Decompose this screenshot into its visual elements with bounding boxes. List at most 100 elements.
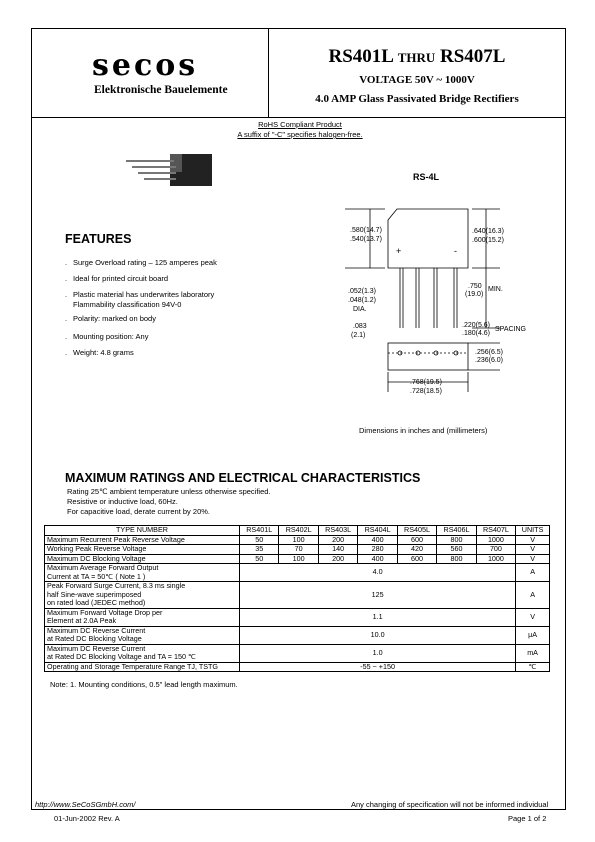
dim-pitch-in: .220(5.6): [462, 322, 490, 329]
row-value: 50: [238, 553, 280, 564]
row-value: 200: [317, 553, 359, 564]
ratings-note: For capacitive load, derate current by 2…: [67, 507, 210, 516]
website-link[interactable]: http://www.SeCoSGmbH.com/: [35, 800, 136, 809]
row-param: Operating and Storage Temperature Range …: [44, 661, 240, 672]
table-header: RS406L: [436, 525, 477, 536]
dimensions-caption: Dimensions in inches and (millimeters): [359, 426, 488, 435]
part-thru: THRU: [397, 50, 436, 65]
body-outline: [387, 208, 469, 269]
feature-text: Plastic material has underwrites laborat…: [73, 290, 215, 299]
row-unit: V: [515, 553, 550, 564]
pin-hole: [397, 350, 403, 356]
page-frame: [31, 28, 566, 810]
table-header: RS402L: [278, 525, 319, 536]
package-image: [126, 154, 212, 186]
product-description: 4.0 AMP Glass Passivated Bridge Rectifie…: [315, 93, 519, 105]
param-line: Operating and Storage Temperature Range …: [47, 661, 218, 671]
feature-text: Mounting position: Any: [73, 332, 149, 341]
rohs-line-2: A suffix of "-C" specifies halogen-free.: [237, 130, 363, 139]
table-header: RS404L: [357, 525, 398, 536]
row-value: 100: [278, 553, 319, 564]
company-subtitle: Elektronische Bauelemente: [94, 84, 228, 96]
row-value: 280: [357, 544, 398, 555]
rohs-line-1: RoHS Compliant Product: [258, 120, 342, 129]
param-line: on rated load (JEDEC method): [47, 598, 146, 607]
ratings-note: Rating 25℃ ambient temperature unless ot…: [67, 487, 271, 496]
feature-item: .Surge Overload rating – 125 amperes pea…: [65, 258, 217, 267]
header-vertical-divider: [268, 28, 269, 118]
table-row: Working Peak Reverse Voltage 35 70 140 2…: [44, 544, 550, 555]
row-value: 4.0: [238, 563, 517, 582]
row-value: 10.0: [238, 625, 517, 645]
feature-text: Weight: 4.8 grams: [73, 348, 134, 357]
feature-text: Flammability classification 94V-0: [73, 300, 182, 309]
row-unit: V: [515, 607, 550, 627]
row-value: 420: [396, 544, 438, 555]
dim-width-mm: .728(18.5): [410, 388, 442, 395]
dimension-drawing: .580(14.7) .540(13.7) .640(16.3) .600(15…: [345, 208, 526, 395]
dim-h1-mm: .540(13.7): [350, 236, 382, 243]
table-row: Peak Forward Surge Current, 8.3 ms singl…: [44, 581, 550, 609]
row-value: 600: [396, 553, 438, 564]
row-value: 800: [436, 553, 477, 564]
row-value: 1.0: [238, 643, 517, 663]
param-line: Maximum DC Reverse Current: [47, 625, 146, 635]
dim-dia: DIA.: [353, 306, 367, 313]
feature-text: Ideal for printed circuit board: [73, 274, 169, 283]
revision-date: 01-Jun-2002 Rev. A: [54, 814, 120, 823]
param-line: Current at TA = 50℃ ( Note 1 ): [47, 571, 146, 581]
row-unit: mA: [515, 643, 550, 663]
row-value: 400: [357, 553, 398, 564]
bottom-view: [387, 342, 469, 371]
table-header: RS403L: [317, 525, 359, 536]
disclaimer: Any changing of specification will not b…: [351, 800, 549, 809]
row-unit: V: [515, 544, 550, 555]
dim-body-in: .256(6.5): [475, 349, 503, 356]
dim-edge-in: .083: [353, 323, 367, 330]
param-line: Maximum Forward Voltage Drop per: [47, 607, 163, 617]
part-from: RS401L: [328, 46, 393, 67]
param-line: Maximum DC Reverse Current: [47, 643, 146, 653]
company-logo: secos: [92, 48, 199, 83]
plus-sign: +: [396, 246, 401, 256]
feature-item: .Plastic material has underwrites labora…: [65, 290, 215, 309]
dim-pitch-mm: .180(4.6): [462, 330, 490, 337]
package-lead: [126, 160, 174, 162]
feature-item: .Polarity: marked on body: [65, 314, 156, 323]
part-to: RS407L: [440, 46, 506, 67]
row-param: Peak Forward Surge Current, 8.3 ms singl…: [44, 581, 240, 609]
row-value: 560: [436, 544, 477, 555]
row-value: -55 ~ +150: [238, 661, 517, 672]
row-value: 700: [475, 544, 517, 555]
param-line: Maximum Average Forward Output: [47, 563, 159, 572]
ratings-title: MAXIMUM RATINGS AND ELECTRICAL CHARACTER…: [65, 471, 421, 485]
row-value: 1000: [475, 553, 517, 564]
voltage-range: VOLTAGE 50V ~ 1000V: [359, 74, 475, 86]
row-unit: μA: [515, 625, 550, 645]
row-value: 140: [317, 544, 359, 555]
ratings-note: Resistive or inductive load, 60Hz.: [67, 497, 178, 506]
row-value: 70: [278, 544, 319, 555]
dim-edge-mm: (2.1): [351, 332, 365, 339]
table-row: Maximum DC Blocking Voltage 50 100 200 4…: [44, 553, 550, 564]
row-param: Working Peak Reverse Voltage: [44, 544, 240, 555]
dim-h2-mm: .600(15.2): [472, 237, 504, 244]
feature-item: .Weight: 4.8 grams: [65, 348, 134, 357]
pin-hole: [415, 350, 421, 356]
param-line: at Rated DC Blocking Voltage: [47, 634, 142, 643]
dim-h2-in: .640(16.3): [472, 228, 504, 235]
param-line: Peak Forward Surge Current, 8.3 ms singl…: [47, 581, 186, 590]
page-number: Page 1 of 2: [508, 814, 547, 823]
dim-lead-in: .052(1.3): [348, 288, 376, 295]
dim-width-in: .768(19.5): [410, 379, 442, 386]
table-header: RS401L: [238, 525, 280, 536]
table-header: UNITS: [515, 525, 550, 536]
features-title: FEATURES: [65, 232, 132, 246]
param-line: at Rated DC Blocking Voltage and TA = 15…: [47, 652, 197, 661]
table-row: Maximum Recurrent Peak Reverse Voltage 5…: [44, 534, 550, 545]
